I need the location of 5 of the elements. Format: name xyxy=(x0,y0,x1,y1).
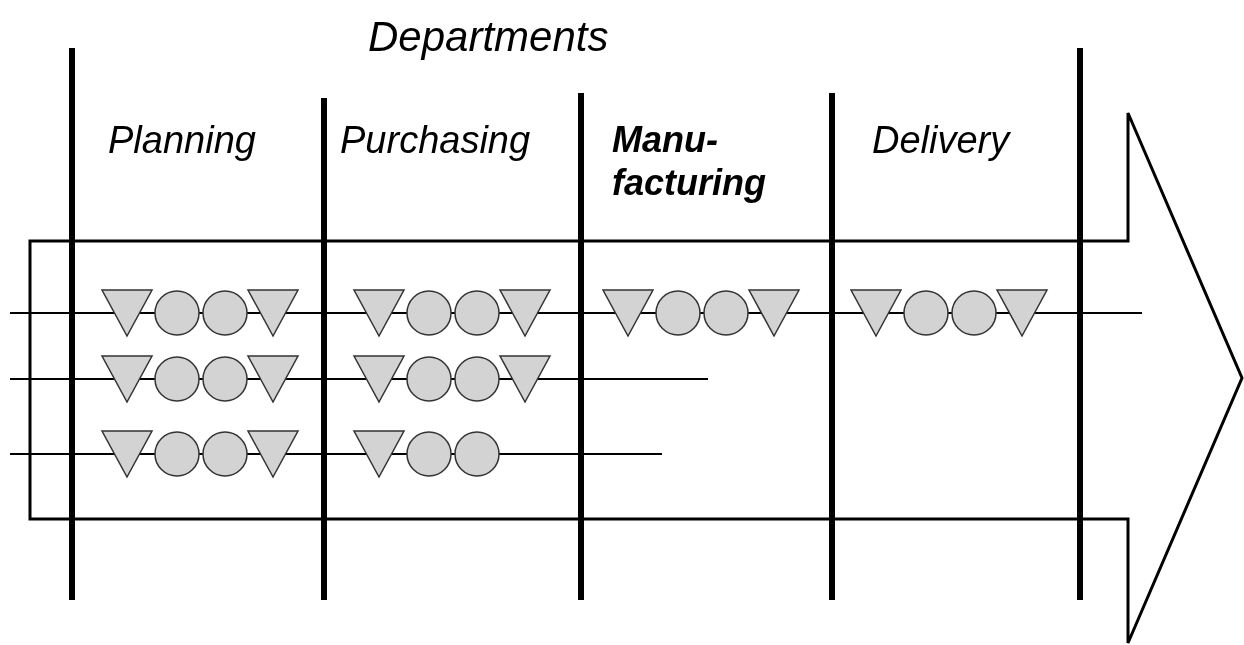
department-label: Manu- facturing xyxy=(612,118,767,205)
department-label: Purchasing xyxy=(340,118,532,163)
title: Departments xyxy=(368,12,610,62)
department-label: Planning xyxy=(108,118,257,163)
department-label: Delivery xyxy=(872,118,1012,163)
